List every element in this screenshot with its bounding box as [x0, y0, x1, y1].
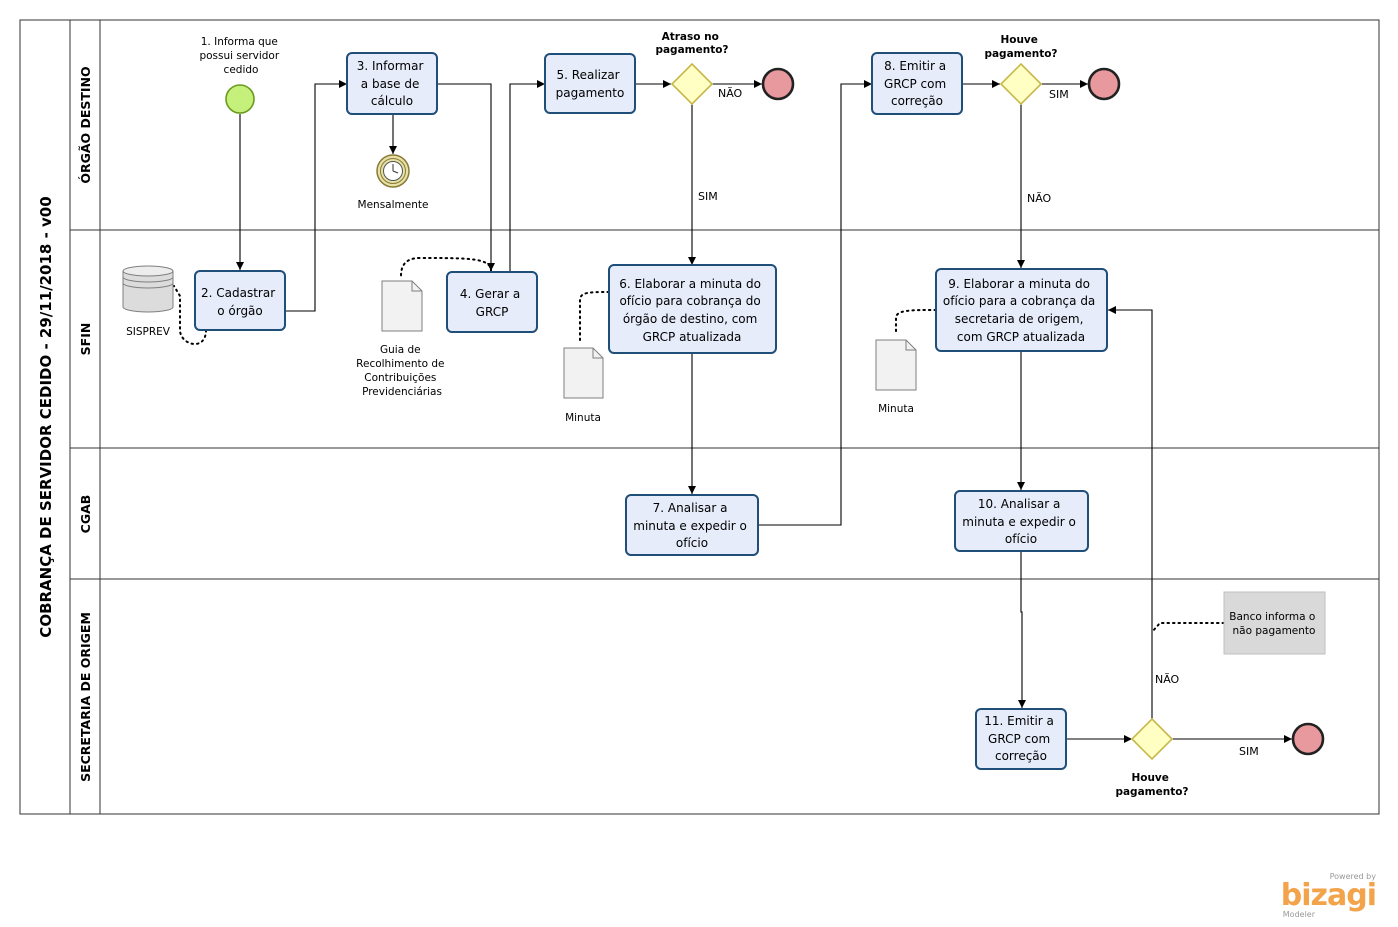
assoc-t4-guia [400, 256, 492, 277]
task-8-emitir-grcp[interactable]: 8. Emitir a GRCP com correção [871, 52, 963, 115]
flow-g3-to-t9 [1108, 306, 1153, 719]
gateway-label: pagamento? [984, 48, 1057, 60]
flow-label-nao: NÃO [1027, 192, 1052, 205]
associations [173, 256, 1225, 633]
task-9-elaborar-minuta[interactable]: 9. Elaborar a minuta do ofício para a co… [935, 268, 1108, 352]
svg-text:6. Elaborar a minuta do: 6. Elaborar a minuta do ofício para cobr… [619, 277, 765, 344]
lane-title-orgao-destino: ÓRGÃO DESTINO [78, 66, 93, 183]
task-7-analisar-minuta[interactable]: 7. Analisar a minuta e expedir o ofício [625, 494, 759, 556]
assoc-t9-minuta2 [895, 309, 937, 335]
gateway-label: Houve [1000, 34, 1037, 46]
task-2-cadastrar-orgao[interactable]: 2. Cadastrar o órgão [194, 270, 286, 331]
data-object-label: Minuta [565, 412, 601, 424]
svg-text:10. Analisar a minuta e: 10. Analisar a minuta e expedir o ofício [962, 497, 1079, 546]
gateway-label: pagamento? [655, 44, 728, 56]
pool-title: COBRANÇA DE SERVIDOR CEDIDO - 29/11/2018… [37, 196, 55, 637]
flow-t4-to-t5 [509, 80, 545, 272]
assoc-t2-sisprev [173, 285, 207, 345]
start-event-label: possui servidor [199, 50, 279, 62]
assoc-t6-minuta1 [579, 291, 610, 341]
data-object-label: Guia de [380, 344, 421, 356]
gateway-label: Atraso no [662, 31, 719, 43]
task-11-emitir-grcp[interactable]: 11. Emitir a GRCP com correção [975, 708, 1067, 770]
flow-label-sim: SIM [1239, 745, 1259, 758]
svg-text:7. Analisar a minuta e e: 7. Analisar a minuta e expedir o ofício [633, 501, 750, 550]
flow-label-nao: NÃO [1155, 673, 1180, 686]
svg-text:Banco informa o não paga: Banco informa o não pagamento [1229, 611, 1318, 637]
svg-text:Atraso no pagamento?: Atraso no pagamento? [655, 31, 728, 56]
data-object-minuta-1[interactable] [563, 347, 604, 399]
flow-label-sim: SIM [698, 190, 718, 203]
sequence-flows [236, 80, 1292, 743]
start-event[interactable] [225, 84, 255, 114]
svg-text:Houve pagamento?: Houve pagamento? [984, 34, 1057, 60]
brand-product: Modeler [1282, 910, 1315, 919]
data-object-guia[interactable] [381, 280, 423, 332]
svg-text:8. Emitir a GRCP com: 8. Emitir a GRCP com correção [884, 59, 950, 108]
gateway-label: Houve [1131, 772, 1168, 784]
svg-text:9. Elaborar a minuta do: 9. Elaborar a minuta do ofício para a co… [943, 277, 1099, 344]
svg-text:2. Cadastrar o órgão: 2. Cadastrar o órgão [201, 286, 279, 318]
lane-title-sfin: SFIN [78, 323, 93, 356]
task-4-gerar-grcp[interactable]: 4. Gerar a GRCP [446, 271, 538, 333]
lane-title-cgab: CGAB [78, 495, 93, 534]
data-object-label: Recolhimento de [356, 358, 444, 370]
flow-label-nao: NÃO [718, 87, 743, 100]
timer-event-label: Mensalmente [358, 199, 429, 211]
gateway-houve-pagamento-2[interactable] [1130, 717, 1174, 761]
task-6-elaborar-minuta[interactable]: 6. Elaborar a minuta do ofício para cobr… [608, 264, 777, 354]
svg-text:5. Realizar pagamento: 5. Realizar pagamento [556, 68, 625, 100]
svg-text:Houve pagamento?: Houve pagamento? [1115, 772, 1188, 798]
assoc-annotation [1151, 622, 1225, 633]
task-5-realizar-pagamento[interactable]: 5. Realizar pagamento [544, 53, 636, 114]
svg-text:3. Informar a base de: 3. Informar a base de cálculo [357, 59, 428, 108]
end-event-2[interactable] [1087, 67, 1121, 101]
lane-title-secretaria-origem: SECRETARIA DE ORIGEM [78, 612, 93, 782]
flow-t7-to-t8 [758, 80, 872, 526]
flow-label-sim: SIM [1049, 88, 1069, 101]
start-event-label: cedido [224, 64, 259, 76]
data-store-label: SISPREV [126, 326, 171, 338]
text-annotation[interactable]: Banco informa o não pagamento [1223, 591, 1326, 655]
gateway-atraso-pagamento[interactable] [670, 62, 714, 106]
gateway-houve-pagamento-1[interactable] [999, 62, 1043, 106]
end-event-1[interactable] [761, 67, 795, 101]
data-store-sisprev[interactable] [122, 265, 174, 313]
data-object-label: Minuta [878, 403, 914, 415]
svg-text:Guia de Recolhimento de: Guia de Recolhimento de Contribuições Pr… [356, 344, 448, 398]
pool: COBRANÇA DE SERVIDOR CEDIDO - 29/11/2018… [19, 19, 1380, 815]
svg-text:1. Informa que possui serv: 1. Informa que possui servidor cedido [199, 36, 282, 76]
svg-text:11. Emitir a GRCP com: 11. Emitir a GRCP com correção [984, 714, 1057, 763]
flow-t10-to-t11 [1018, 551, 1026, 708]
data-object-label: Contribuições [364, 372, 436, 384]
svg-text:4. Gerar a GRCP: 4. Gerar a GRCP [460, 287, 524, 319]
task-10-analisar-minuta[interactable]: 10. Analisar a minuta e expedir o ofício [954, 490, 1089, 552]
gateway-label: pagamento? [1115, 786, 1188, 798]
end-event-3[interactable] [1291, 722, 1325, 756]
brand-powered: Powered by [1329, 872, 1376, 881]
start-event-label: 1. Informa que [201, 36, 278, 48]
brand-name: bizagi [1280, 878, 1377, 913]
data-object-label: Previdenciárias [362, 386, 442, 398]
flow-t3-to-t4 [437, 83, 495, 271]
data-object-minuta-2[interactable] [875, 339, 917, 391]
flow-t2-to-t3 [285, 80, 347, 312]
timer-event[interactable] [376, 154, 410, 188]
task-3-informar-base[interactable]: 3. Informar a base de cálculo [346, 52, 438, 115]
bizagi-logo: Powered by bizagi Modeler [1280, 872, 1377, 919]
